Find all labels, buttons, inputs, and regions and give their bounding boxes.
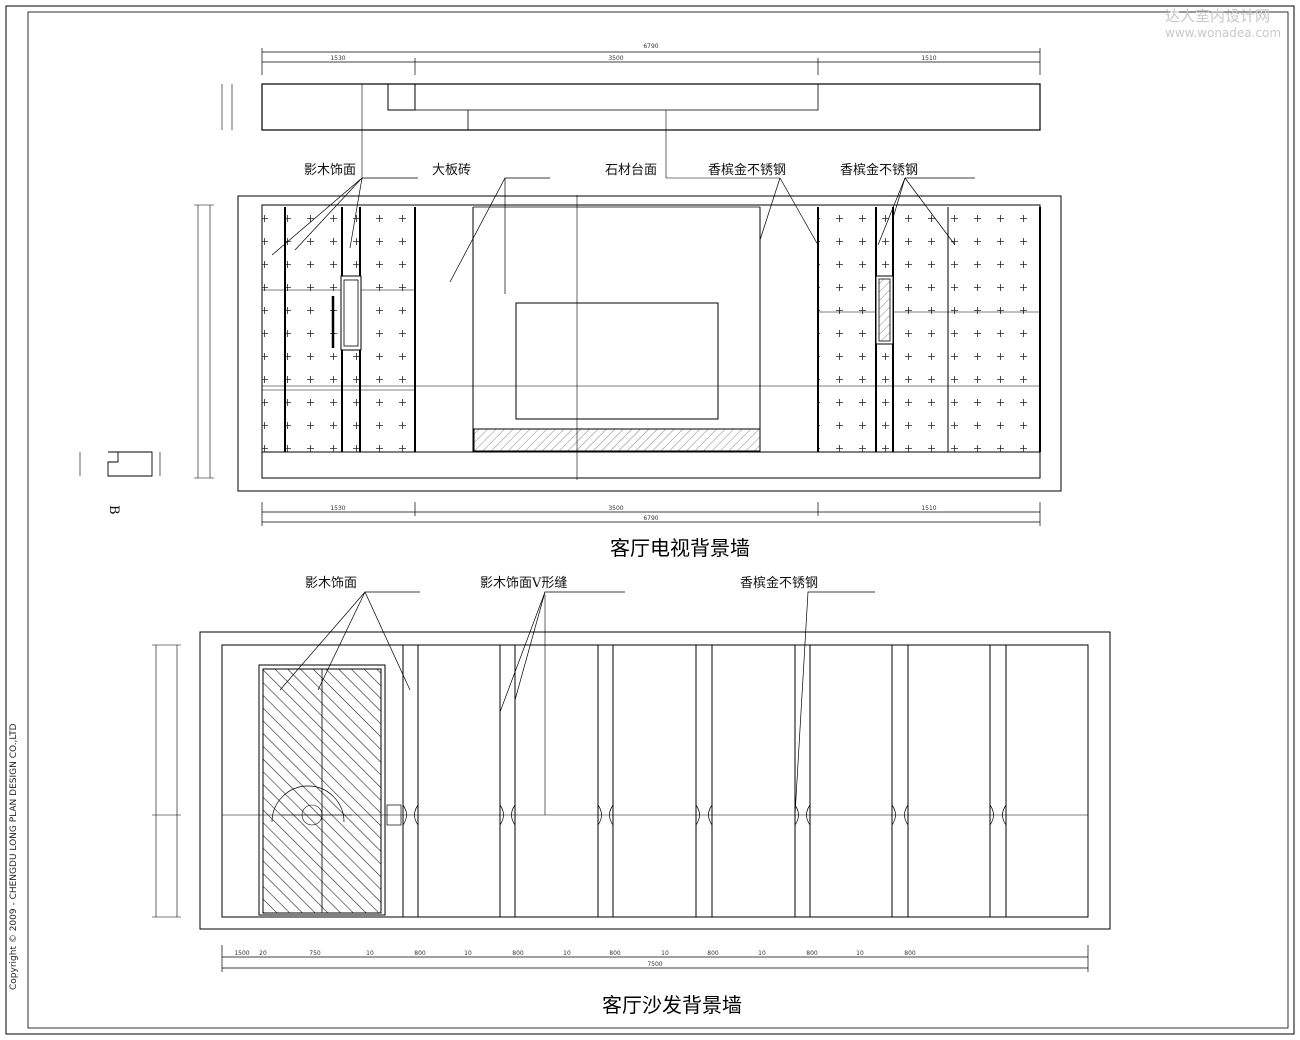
- sofa-wall-elevation: [152, 591, 1111, 972]
- sofa-dim-label: 800: [904, 950, 916, 957]
- section-mark: B: [106, 505, 121, 515]
- sofa-label-steel: 香槟金不锈钢: [740, 575, 818, 591]
- watermark-cn: 达人室内设计网: [1165, 7, 1270, 25]
- sofa-dim-label: 800: [414, 950, 426, 957]
- sheet-border: [5, 5, 1295, 1035]
- sofa-dim-total: 7500: [647, 961, 662, 968]
- sofa-dim-label: 10: [366, 950, 374, 957]
- tv-dim-bottom-1: 1530: [330, 505, 345, 512]
- tv-dim-bottom-3: 1510: [921, 505, 936, 512]
- sofa-dim-label: 750: [309, 950, 321, 957]
- tv-dim-top-3: 1510: [921, 55, 936, 62]
- tv-wall-title: 客厅电视背景墙: [610, 536, 750, 560]
- sofa-dims-row: 1500 20 750 10 800 10 800 10 800 10 800 10 800 10 800: [234, 950, 916, 957]
- sheet-inner-border: [27, 11, 1289, 1029]
- sofa-dim-label: 10: [464, 950, 472, 957]
- sofa-wall-title: 客厅沙发背景墙: [602, 993, 742, 1017]
- sofa-dim-label: 800: [806, 950, 818, 957]
- tv-dim-bottom-total: 6790: [643, 515, 658, 522]
- sofa-dim-label: 800: [609, 950, 621, 957]
- sofa-dim-label: 10: [856, 950, 864, 957]
- sofa-dim-label: 10: [661, 950, 669, 957]
- sofa-dim-label: 800: [707, 950, 719, 957]
- tv-label-stone-counter: 石材台面: [605, 163, 657, 178]
- sofa-dim-label: 800: [512, 950, 524, 957]
- copyright-text: Copyright © 2009 - CHENGDU LONG PLAN DES…: [9, 723, 19, 990]
- sofa-dim-label: 10: [758, 950, 766, 957]
- tv-wall-elevation: [79, 48, 1062, 526]
- sofa-label-wood-veneer: 影木饰面: [305, 576, 357, 591]
- watermark-url: www.wonadea.com: [1165, 26, 1281, 40]
- sofa-dim-label: 20: [259, 950, 267, 957]
- tv-dim-top-total: 6790: [643, 43, 658, 50]
- sofa-dim-label: 1500: [234, 950, 249, 957]
- tv-dim-bottom-2: 3500: [608, 505, 623, 512]
- sofa-label-v-groove: 影木饰面V形缝: [480, 576, 567, 591]
- sofa-dim-label: 10: [563, 950, 571, 957]
- tv-dim-top-1: 1530: [330, 55, 345, 62]
- tv-label-wood-veneer: 影木饰面: [304, 163, 356, 178]
- tv-label-steel-1: 香槟金不锈钢: [708, 162, 786, 178]
- tv-dim-top-2: 3500: [608, 55, 623, 62]
- tv-label-large-tile: 大板砖: [432, 163, 471, 178]
- tv-label-steel-2: 香槟金不锈钢: [840, 162, 918, 178]
